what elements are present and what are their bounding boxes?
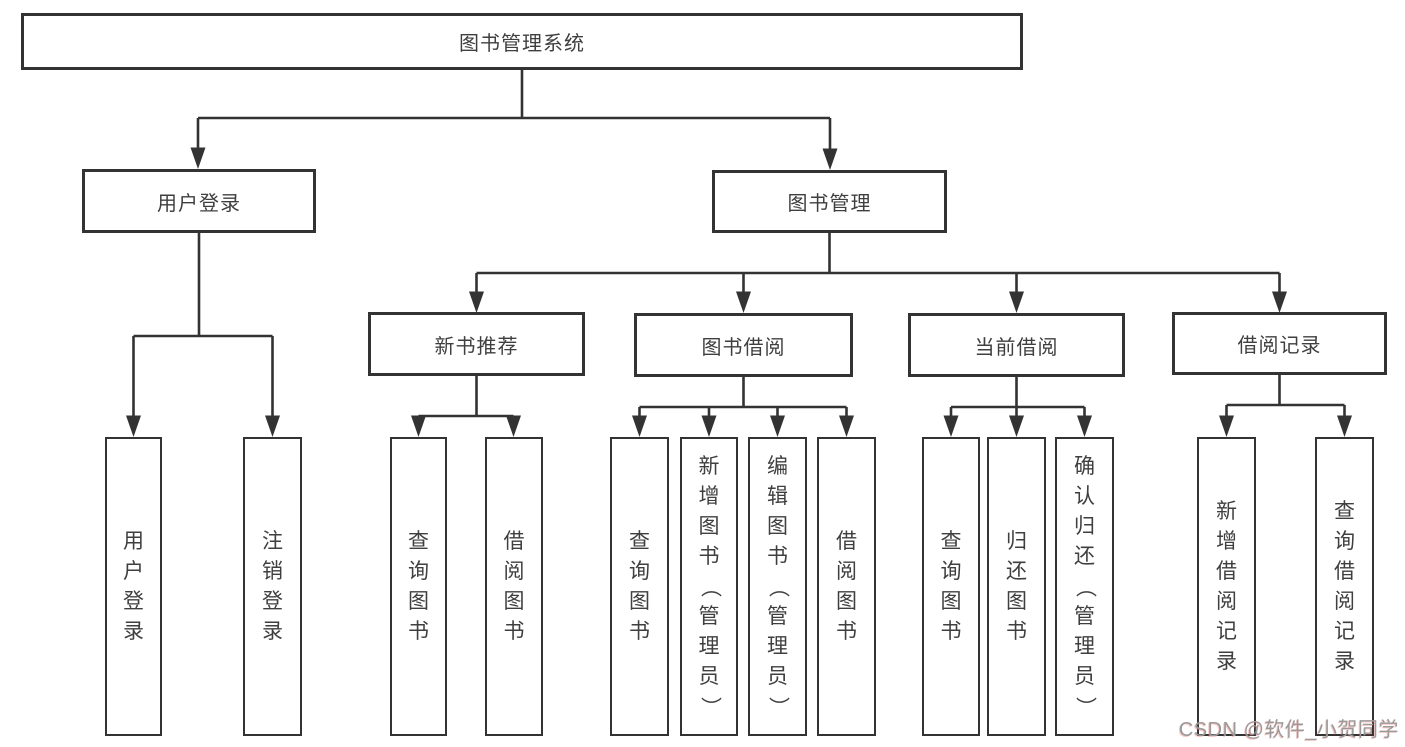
node-book-borrow: 图书借阅 bbox=[634, 313, 853, 377]
node-label: 用户登录 bbox=[157, 192, 241, 215]
node-label: 编辑图书（管理员） bbox=[766, 454, 790, 718]
connector-newbooks-to-leaves bbox=[411, 376, 521, 437]
node-label: 图书管理系统 bbox=[459, 33, 585, 55]
node-label: 查询图书 bbox=[629, 529, 650, 643]
connector-currentborrow-to-leaves bbox=[943, 377, 1092, 437]
leaf-records-add-record: 新增借阅记录 bbox=[1197, 437, 1256, 736]
connector-bookborrow-to-leaves bbox=[632, 377, 854, 437]
leaf-logout: 注销登录 bbox=[243, 437, 302, 736]
node-label: 确认归还（管理员） bbox=[1073, 454, 1097, 718]
leaf-newbooks-borrow-books: 借阅图书 bbox=[485, 437, 543, 736]
node-label: 新增借阅记录 bbox=[1216, 499, 1237, 673]
node-label: 图书借阅 bbox=[701, 336, 786, 359]
node-library-management-system: 图书管理系统 bbox=[21, 13, 1023, 70]
node-borrow-records: 借阅记录 bbox=[1172, 312, 1387, 375]
connector-bookmgmt-to-level3 bbox=[469, 233, 1287, 313]
leaf-borrow-query-books: 查询图书 bbox=[610, 437, 669, 736]
connector-login-to-leaves bbox=[126, 233, 280, 437]
node-new-book-recommend: 新书推荐 bbox=[368, 312, 585, 376]
node-label: 归还图书 bbox=[1006, 529, 1027, 643]
leaf-current-confirm-return-admin: 确认归还（管理员） bbox=[1055, 437, 1114, 736]
leaf-current-return-books: 归还图书 bbox=[987, 437, 1046, 736]
node-label: 借阅记录 bbox=[1237, 335, 1322, 357]
node-label: 注销登录 bbox=[262, 529, 283, 643]
leaf-user-login: 用户登录 bbox=[105, 437, 162, 736]
connector-root-to-level2 bbox=[190, 70, 838, 170]
leaf-newbooks-query-books: 查询图书 bbox=[390, 437, 447, 736]
leaf-borrow-borrow-books: 借阅图书 bbox=[817, 437, 876, 736]
node-book-management: 图书管理 bbox=[712, 170, 947, 233]
leaf-borrow-add-books-admin: 新增图书（管理员） bbox=[680, 437, 738, 736]
connector-records-to-leaves bbox=[1219, 375, 1352, 437]
node-label: 查询借阅记录 bbox=[1334, 499, 1355, 673]
node-label: 当前借阅 bbox=[974, 336, 1059, 359]
node-label: 借阅图书 bbox=[503, 529, 525, 643]
node-current-borrow: 当前借阅 bbox=[908, 313, 1125, 377]
node-label: 查询图书 bbox=[940, 529, 962, 643]
node-user-login-group: 用户登录 bbox=[82, 169, 316, 233]
leaf-records-query-record: 查询借阅记录 bbox=[1315, 437, 1374, 736]
node-label: 新书推荐 bbox=[434, 335, 519, 358]
leaf-current-query-books: 查询图书 bbox=[922, 437, 980, 736]
csdn-watermark: CSDN @软件_小贺同学 bbox=[1178, 719, 1399, 741]
node-label: 查询图书 bbox=[408, 529, 429, 643]
node-label: 借阅图书 bbox=[836, 529, 857, 643]
leaf-borrow-edit-books-admin: 编辑图书（管理员） bbox=[748, 437, 807, 736]
node-label: 用户登录 bbox=[123, 529, 144, 643]
node-label: 新增图书（管理员） bbox=[698, 454, 721, 718]
node-label: 图书管理 bbox=[787, 193, 872, 215]
